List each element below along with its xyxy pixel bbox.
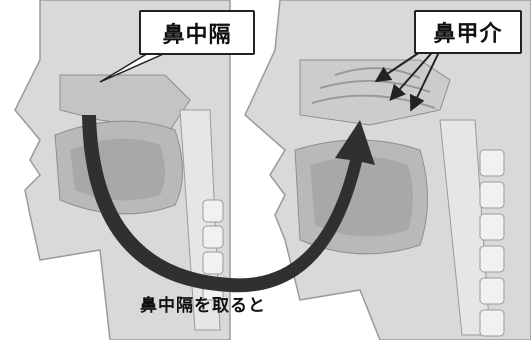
transition-caption: 鼻中隔を取ると	[140, 296, 266, 316]
turbinate-label: 鼻甲介	[414, 10, 522, 54]
septum-label: 鼻中隔	[139, 10, 255, 55]
